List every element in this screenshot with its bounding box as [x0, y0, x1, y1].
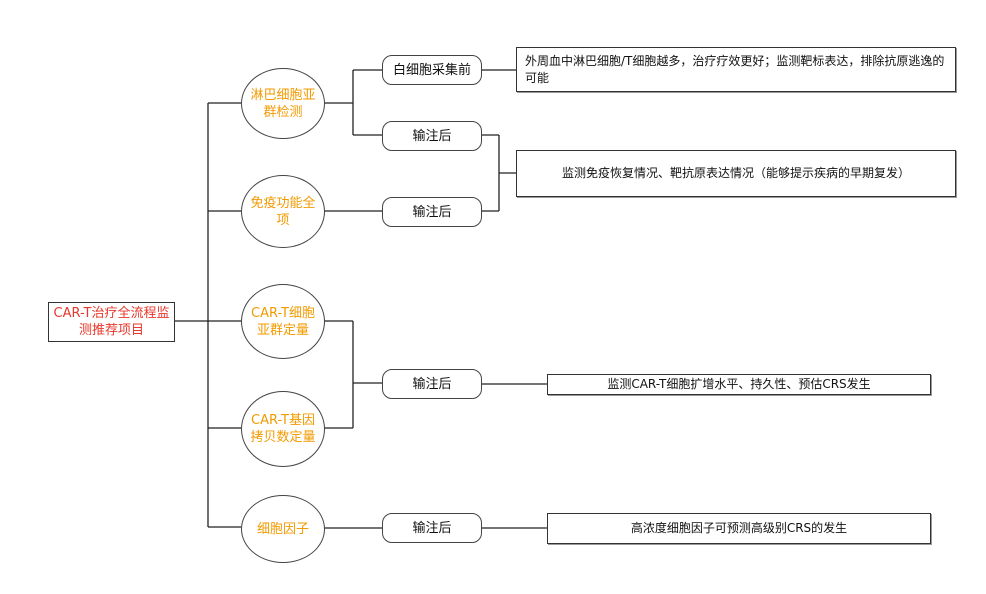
description-box: 监测CAR-T细胞扩增水平、持久性、预估CRS发生: [547, 374, 931, 395]
timepoint-post-infusion: 输注后: [382, 513, 482, 543]
category-cytokine: 细胞因子: [241, 495, 325, 563]
timepoint-post-infusion: 输注后: [382, 121, 482, 151]
timepoint-post-infusion: 输注后: [382, 369, 482, 399]
description-box: 监测免疫恢复情况、靶抗原表达情况（能够提示疾病的早期复发）: [516, 150, 956, 197]
root-node: CAR-T治疗全流程监测推荐项目: [48, 302, 175, 342]
connector-lymph: [324, 69, 382, 136]
connector-desc2: [481, 134, 516, 212]
description-box: 外周血中淋巴细胞/T细胞越多，治疗疗效更好；监测靶标表达，排除抗原逃逸的可能: [516, 47, 956, 92]
description-box: 高浓度细胞因子可预测高级别CRS的发生: [547, 513, 931, 544]
connector-trunk-branches: [208, 102, 241, 528]
timepoint-post-infusion: 输注后: [382, 197, 482, 227]
category-immune-function: 免疫功能全项: [241, 175, 325, 248]
category-cart-subset: CAR-T细胞亚群定量: [241, 284, 325, 359]
category-lymphocyte-subset: 淋巴细胞亚群检测: [241, 68, 325, 139]
timepoint-pre-collection: 白细胞采集前: [382, 55, 482, 85]
connector-cart: [324, 320, 382, 429]
category-cart-gene-copy: CAR-T基因拷贝数定量: [241, 391, 325, 467]
